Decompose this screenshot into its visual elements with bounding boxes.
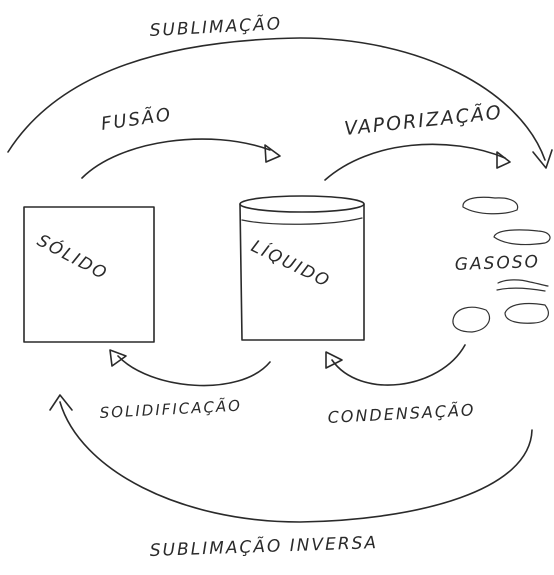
solid-box: [23, 206, 155, 343]
solid-label: SÓLIDO: [34, 229, 112, 285]
vaporization-label: VAPORIZAÇÃO: [343, 100, 504, 140]
liquid-container-rim: [239, 195, 365, 213]
gas-bubble: [462, 196, 519, 215]
condensation-label: CONDENSAÇÃO: [327, 400, 476, 427]
gas-bubble: [497, 279, 549, 287]
liquid-surface: [241, 217, 363, 225]
inverse-sublimation-label: SUBLIMAÇÃO INVERSA: [149, 531, 378, 561]
gas-label: GASOSO: [454, 252, 540, 275]
solidification-label: SOLIDIFICAÇÃO: [99, 396, 242, 422]
gas-bubble: [496, 287, 546, 292]
sublimation-arrow: [7, 37, 546, 161]
fusion-arrow: [81, 138, 271, 179]
vaporization-arrow: [324, 143, 506, 181]
solidification-arrow: [117, 355, 271, 387]
fusion-label: FUSÃO: [100, 103, 174, 135]
gas-bubble: [504, 302, 549, 324]
fusion-arrowhead: [264, 144, 281, 163]
liquid-label: LÍQUIDO: [248, 235, 335, 292]
solid-state: SÓLIDO: [23, 206, 155, 343]
gas-state: GASOSO: [452, 196, 551, 333]
inverse-sublimation-arrowhead: [49, 394, 73, 411]
sublimation-arrowhead: [532, 149, 553, 169]
gas-bubble: [452, 306, 491, 333]
condensation-arrow: [331, 344, 466, 386]
gas-bubble: [493, 229, 551, 246]
vaporization-arrowhead: [496, 151, 511, 169]
solidification-arrowhead: [109, 349, 127, 367]
sublimation-label: SUBLIMAÇÃO: [149, 12, 283, 41]
inverse-sublimation-arrow: [59, 401, 533, 523]
condensation-arrowhead: [325, 351, 343, 369]
liquid-state: LÍQUIDO: [239, 195, 365, 341]
liquid-container-body: [239, 203, 365, 341]
